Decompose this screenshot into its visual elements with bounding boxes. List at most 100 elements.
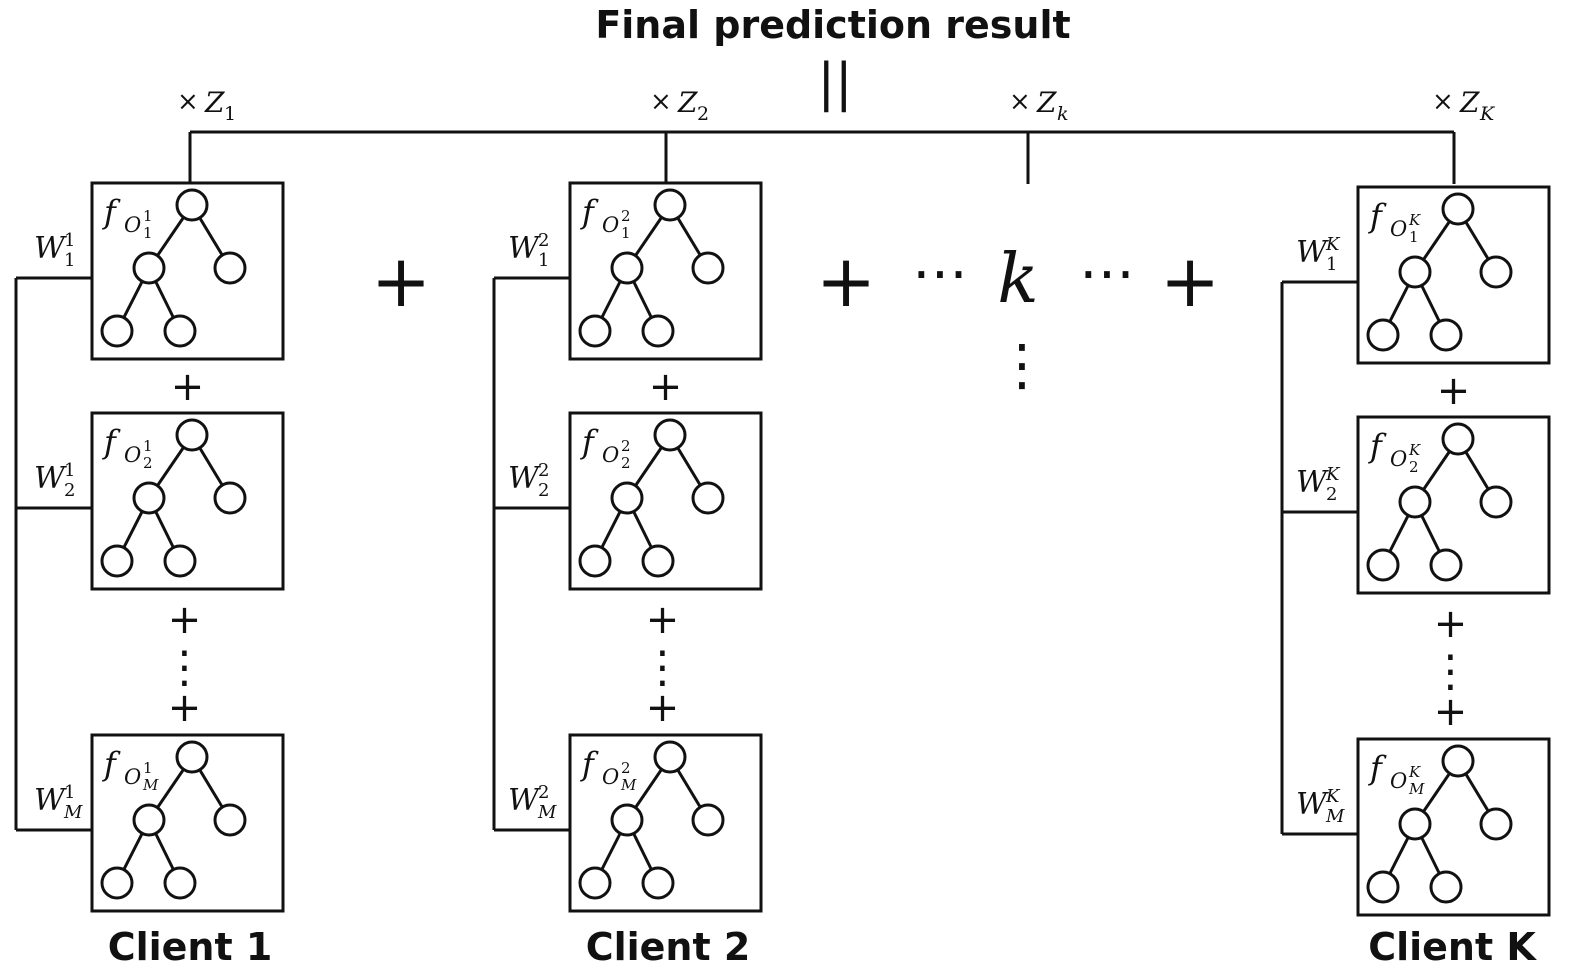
decision-tree-glyph [1366, 744, 1513, 904]
tree-client-sup: 2 [621, 207, 631, 225]
tree-node [1479, 255, 1513, 289]
weight-label: W [1296, 235, 1329, 270]
decision-tree-glyph [100, 188, 247, 348]
tree-subscript-base: O [602, 443, 619, 467]
tree-box [568, 411, 763, 591]
tree-client-sup: 2 [621, 437, 631, 455]
tree-node [1366, 548, 1400, 582]
tree-node [691, 481, 725, 515]
svg-text:k: k [1057, 103, 1069, 125]
svg-text:K: K [1479, 103, 1496, 125]
tree-node [1429, 548, 1463, 582]
plus-sign: + [171, 364, 205, 410]
client-name: Client 2 [586, 925, 751, 969]
plus-sign: + [649, 364, 683, 410]
tree-node [578, 866, 612, 900]
tree-function-label: f [1368, 427, 1387, 465]
weight-client-sup: 1 [64, 230, 75, 251]
weight-index-sub: 1 [1326, 254, 1337, 275]
tree-subscript-base: O [124, 443, 141, 467]
weight-client-sup: K [1325, 234, 1341, 255]
plus-after-client-2: + [816, 239, 876, 323]
weight-client-sup: 1 [64, 782, 75, 803]
plus-sign: + [168, 685, 202, 731]
weight-index-sub: 2 [1326, 484, 1337, 505]
svg-text:Z: Z [1459, 86, 1480, 119]
tree-box [568, 733, 763, 913]
svg-text:×: × [1009, 87, 1031, 117]
tree-function-label: f [1368, 197, 1387, 235]
weight-label: W [34, 231, 67, 266]
ellipsis-left: ⋯ [912, 241, 968, 306]
tree-node [1366, 318, 1400, 352]
weight-index-sub: M [63, 802, 83, 823]
plus-before-client-K: + [1160, 239, 1220, 323]
plus-sign: + [1434, 601, 1468, 647]
plus-sign: + [1437, 368, 1471, 414]
tree-root-node [653, 188, 687, 222]
tree-box [1356, 185, 1551, 365]
z-label-client-2: × Z 2 [650, 86, 709, 125]
tree-node [132, 803, 166, 837]
tree-node [163, 314, 197, 348]
vertical-ellipsis: ⋮ [163, 642, 207, 693]
svg-text:Z: Z [204, 86, 225, 119]
z-label-client-1: × Z 1 [177, 86, 236, 125]
decision-tree-glyph [100, 418, 247, 578]
tree-client-sup: K [1408, 441, 1421, 459]
tree-node [1479, 807, 1513, 841]
tree-root-node [653, 418, 687, 452]
tree-node [1429, 870, 1463, 904]
svg-text:Z: Z [1036, 86, 1057, 119]
tree-node [610, 251, 644, 285]
tree-node [641, 314, 675, 348]
tree-client-sup: 1 [143, 759, 153, 777]
tree-node [132, 481, 166, 515]
tree-root-node [175, 188, 209, 222]
tree-index-sub: M [1408, 780, 1425, 798]
weight-client-sup: K [1325, 464, 1341, 485]
svg-text:2: 2 [697, 103, 709, 125]
tree-function-label: f [580, 745, 599, 783]
diagram-title: Final prediction result [595, 3, 1070, 47]
tree-index-sub: 1 [143, 224, 153, 242]
weight-client-sup: 1 [64, 460, 75, 481]
tree-node [610, 803, 644, 837]
tree-subscript-base: O [1390, 217, 1407, 241]
tree-box [90, 411, 285, 591]
tree-index-sub: 2 [1409, 458, 1419, 476]
tree-function-label: f [580, 193, 599, 231]
tree-client-sup: K [1408, 211, 1421, 229]
tree-function-label: f [1368, 749, 1387, 787]
tree-node [1398, 255, 1432, 289]
vertical-ellipsis: ⋮ [641, 642, 685, 693]
tree-node [100, 544, 134, 578]
tree-index-sub: 2 [621, 454, 631, 472]
tree-subscript-base: O [1390, 447, 1407, 471]
plus-sign: + [168, 597, 202, 643]
tree-node [1398, 485, 1432, 519]
tree-root-node [175, 418, 209, 452]
tree-node [578, 314, 612, 348]
tree-node [641, 544, 675, 578]
weight-index-sub: M [1325, 806, 1345, 827]
plus-sign: + [1434, 689, 1468, 735]
tree-node [213, 803, 247, 837]
client-name: Client 1 [108, 925, 273, 969]
tree-function-label: f [102, 423, 121, 461]
decision-tree-glyph [100, 740, 247, 900]
weight-client-sup: K [1325, 786, 1341, 807]
tree-root-node [175, 740, 209, 774]
weight-label: W [508, 461, 541, 496]
ellipsis-right: ⋯ [1079, 241, 1135, 306]
vertical-ellipsis: ⋮ [1429, 646, 1473, 697]
svg-text:×: × [177, 87, 199, 117]
tree-function-label: f [102, 745, 121, 783]
weight-label: W [34, 461, 67, 496]
plus-between-client-1-2: + [371, 239, 431, 323]
tree-index-sub: 1 [621, 224, 631, 242]
